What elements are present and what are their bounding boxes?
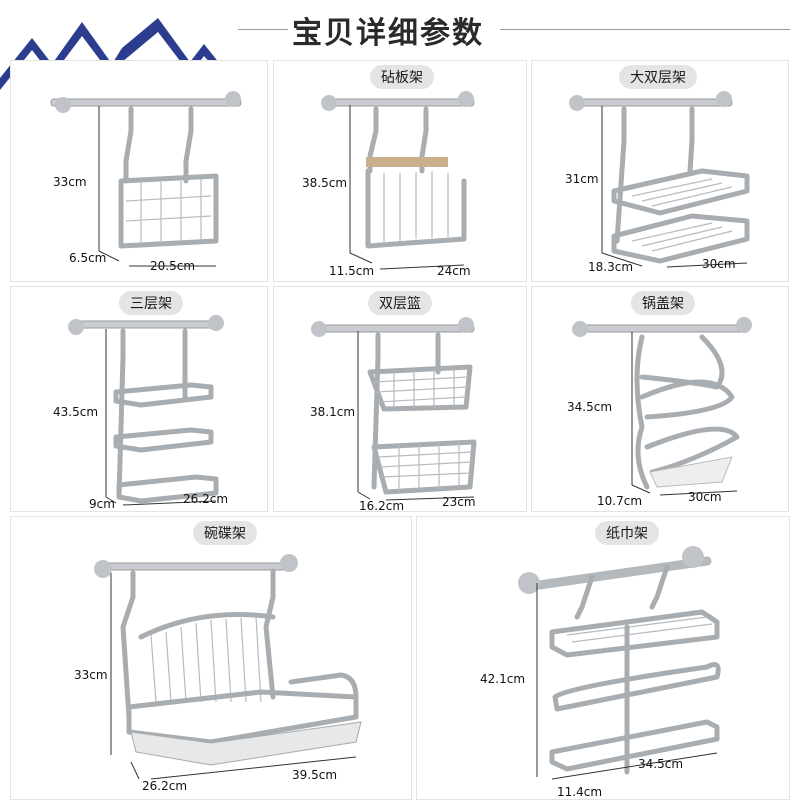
two-tier-basket-illustration [311,317,477,501]
product-label: 双层篮 [368,291,432,315]
product-cell-dish-rack: 碗碟架 33cm 26.2cm 39.5cm [10,516,412,800]
width-label: 20.5cm [150,259,196,273]
width-label: 34.5cm [638,757,684,771]
product-label: 碗碟架 [193,521,257,545]
depth-label: 6.5cm [69,251,107,265]
header-rule-left [238,29,288,30]
product-label: 锅盖架 [631,291,695,315]
product-label: 三层架 [119,291,183,315]
depth-label: 9cm [89,497,115,511]
product-cell-paper-towel-rack: 纸巾架 42.1cm 11.4cm 34.5cm [416,516,790,800]
width-label: 30cm [702,257,736,271]
depth-label: 11.5cm [329,264,375,278]
pot-lid-rack-illustration [572,317,752,496]
product-cell-pot-lid-rack: 锅盖架 34.5cm 10.7cm 30cm [531,286,789,512]
paper-towel-rack-illustration [518,546,721,780]
height-label: 43.5cm [53,405,99,419]
product-cell-large-two-tier-rack: 大双层架 31cm 18.3cm 30cm [531,60,789,282]
width-label: 30cm [688,490,722,504]
dish-rack-illustration [94,554,362,780]
two-tier-shelf-rack-illustration [569,91,750,268]
width-label: 24cm [437,264,471,278]
product-cell-utensil-basket: 33cm 6.5cm 20.5cm [10,60,268,282]
height-label: 31cm [565,172,599,186]
height-label: 38.5cm [302,176,348,190]
product-label: 纸巾架 [595,521,659,545]
depth-label: 11.4cm [557,785,603,799]
header-rule-right [500,29,790,30]
product-cell-two-tier-basket: 双层篮 38.1cm 16.2cm 23cm [273,286,527,512]
width-label: 26.2cm [183,492,229,506]
depth-label: 10.7cm [597,494,643,508]
product-cell-three-tier-rack: 三层架 43.5cm 9cm 26.2cm [10,286,268,512]
width-label: 39.5cm [292,768,338,782]
height-label: 33cm [74,668,108,682]
product-label: 砧板架 [370,65,434,89]
height-label: 34.5cm [567,400,613,414]
height-label: 42.1cm [480,672,526,686]
depth-label: 16.2cm [359,499,405,512]
height-label: 38.1cm [310,405,356,419]
width-label: 23cm [442,495,476,509]
depth-label: 18.3cm [588,260,634,274]
depth-label: 26.2cm [142,779,188,793]
utensil-basket-rack-illustration [50,91,242,267]
product-cell-cutting-board-rack: 砧板架 38.5cm 11.5cm 24cm [273,60,527,282]
three-tier-rack-illustration [68,315,224,506]
product-label: 大双层架 [619,65,697,89]
cutting-board-rack-illustration [321,91,475,270]
page-title: 宝贝详细参数 [292,16,484,51]
height-label: 33cm [53,175,87,189]
